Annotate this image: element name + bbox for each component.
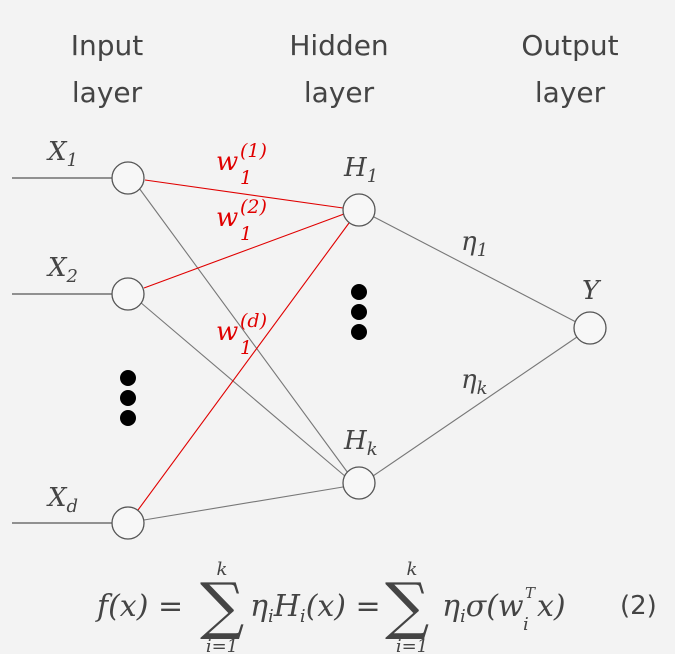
hidden-ellipsis — [351, 284, 367, 340]
sum1-bottom: i=1 — [206, 636, 238, 654]
formula-w-sup: T — [525, 584, 536, 602]
edge-hk-y — [372, 336, 578, 477]
weight-label-1-sup: (1) — [240, 140, 267, 162]
weight-label-d: w — [216, 317, 238, 347]
edge-xd-h1 — [137, 222, 350, 511]
input-node-d — [111, 506, 145, 540]
weight-label-2: w — [216, 203, 238, 233]
output-label: Y — [582, 276, 602, 306]
sum-symbol-2: ∑ — [385, 569, 429, 642]
weight-label-d-sub: 1 — [240, 337, 252, 359]
weight-label-d-sup: (d) — [240, 310, 267, 332]
input-node-2 — [111, 277, 145, 311]
input-layer-title-line2: layer — [72, 76, 143, 109]
hidden-label-k: Hk — [343, 426, 378, 460]
formula-term2-rest: x) — [537, 589, 566, 624]
output-node — [573, 311, 607, 345]
gray-edges — [138, 187, 578, 521]
equation-number: (2) — [620, 591, 657, 621]
formula-term2: ηiσ(w — [442, 589, 524, 627]
edge-h1-y — [373, 216, 577, 323]
edge-x2-h1 — [143, 213, 345, 289]
edge-x2-hk — [139, 301, 347, 478]
weight-label-1: w — [216, 147, 238, 177]
sum-symbol-1: ∑ — [200, 569, 244, 642]
formula-lhs: f(x) = — [95, 589, 183, 624]
eta-label-1: η1 — [461, 227, 488, 261]
sum1-top: k — [217, 559, 228, 580]
sum2-bottom: i=1 — [396, 636, 428, 654]
edge-x1-hk — [138, 187, 349, 474]
weight-label-1-sub: 1 — [240, 167, 252, 189]
formula: f(x) = ∑ k i=1 ηiHi(x) = ∑ k i=1 ηiσ(w T… — [95, 559, 657, 654]
hidden-layer-title-line2: layer — [304, 76, 375, 109]
weight-label-2-sup: (2) — [240, 196, 267, 218]
input-layer-title-line1: Input — [71, 29, 144, 62]
hidden-label-1: H1 — [343, 153, 378, 187]
output-layer-title-line1: Output — [521, 29, 618, 62]
formula-term1: ηiHi(x) = — [250, 589, 381, 627]
red-edges — [137, 179, 350, 511]
input-label-1: X1 — [46, 137, 78, 171]
input-label-2: X2 — [46, 253, 78, 287]
weight-label-2-sub: 1 — [240, 223, 252, 245]
input-label-d: Xd — [46, 483, 78, 517]
edge-xd-hk — [143, 486, 344, 521]
eta-label-k: ηk — [461, 365, 488, 399]
hidden-node-k — [342, 466, 376, 500]
output-layer-title-line2: layer — [535, 76, 606, 109]
edge-x1-h1 — [144, 179, 344, 209]
formula-w-sub: i — [523, 614, 529, 635]
sum2-top: k — [407, 559, 418, 580]
hidden-layer-title-line1: Hidden — [289, 29, 388, 62]
input-node-1 — [111, 161, 145, 195]
hidden-node-1 — [342, 193, 376, 227]
input-ellipsis — [120, 370, 136, 426]
